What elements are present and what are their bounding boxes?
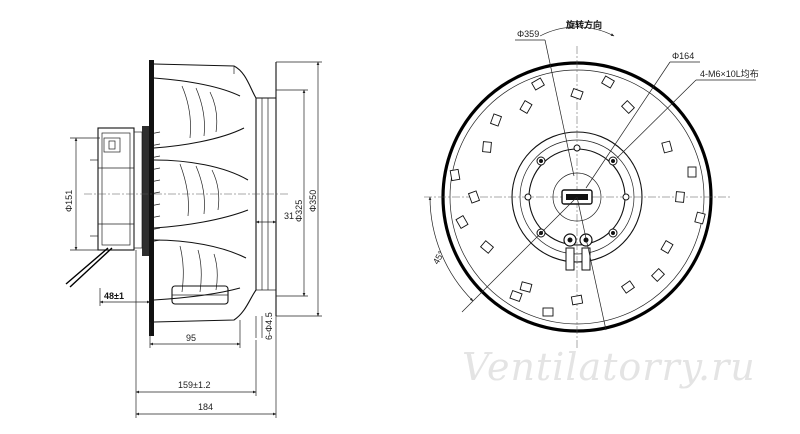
dim-31-label: 31: [284, 211, 294, 221]
impeller-blades: [153, 77, 249, 305]
dim-164: Φ164: [585, 51, 700, 189]
screw-note: 4-M6×10L均布: [616, 68, 759, 159]
dim-184-label: 184: [198, 402, 213, 412]
dim-159: 159±1.2: [135, 250, 257, 418]
dim-95-label: 95: [186, 333, 196, 343]
dim-151: Φ151: [64, 137, 100, 251]
dim-6-4-5: 6-Φ4.5: [255, 312, 274, 340]
dim-325-label: Φ325: [294, 200, 304, 222]
angle-45: 45°: [428, 196, 607, 331]
dim-95: 95: [149, 320, 241, 348]
dim-359-label: Φ359: [517, 29, 539, 39]
mounting-plate: [142, 126, 150, 256]
screw-note-label: 4-M6×10L均布: [700, 68, 759, 79]
dim-6-4-5-label: 6-Φ4.5: [264, 312, 274, 340]
blade-slots: [449, 75, 706, 317]
dim-48: 48±1: [99, 288, 151, 306]
front-view: 旋转方向 Φ359 Φ164 4-M6×10L均布 45°: [424, 19, 759, 348]
dim-164-label: Φ164: [672, 51, 694, 61]
dim-48-label: 48±1: [104, 291, 124, 301]
watermark-text: Ventilatorry.ru: [462, 345, 756, 389]
inlet-ring: [153, 62, 277, 323]
angle-45-label: 45°: [431, 249, 446, 266]
cable-glands: [563, 233, 593, 271]
dim-350-label: Φ350: [308, 190, 318, 212]
dim-325: Φ325: [276, 89, 308, 297]
dim-151-label: Φ151: [64, 190, 74, 212]
motor-housing: [90, 127, 143, 251]
dim-184: 184: [135, 316, 277, 418]
dim-350: Φ350: [276, 61, 322, 317]
dim-31: 31: [255, 211, 294, 224]
cable: [65, 247, 113, 288]
dim-359: Φ359: [515, 29, 575, 177]
impeller-back-plate: [149, 60, 154, 336]
rotation-arrow: 旋转方向: [539, 19, 615, 37]
rotation-direction-label: 旋转方向: [565, 19, 602, 31]
dim-159-label: 159±1.2: [178, 380, 210, 390]
side-view: Φ151 Φ325 Φ350 31 48±1: [64, 60, 322, 418]
